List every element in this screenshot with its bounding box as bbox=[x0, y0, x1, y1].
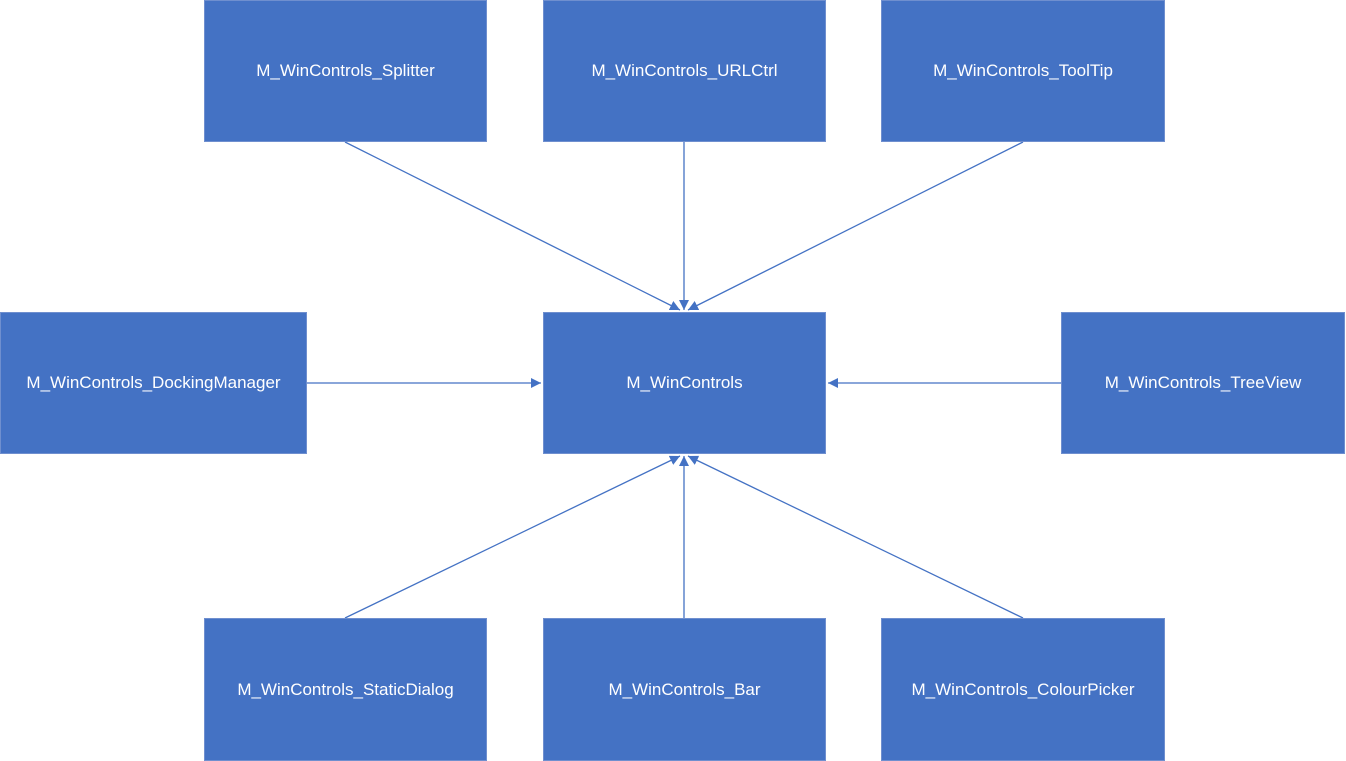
node-center-wincontrols: M_WinControls bbox=[543, 312, 826, 454]
edge-static-dialog-to-center bbox=[344, 455, 681, 619]
node-label: M_WinControls_StaticDialog bbox=[237, 679, 454, 699]
edge-colour-picker-to-center bbox=[687, 455, 1024, 619]
node-bar: M_WinControls_Bar bbox=[543, 618, 826, 761]
node-label: M_WinControls_URLCtrl bbox=[591, 61, 778, 80]
node-colour-picker: M_WinControls_ColourPicker bbox=[881, 618, 1165, 761]
edge-splitter-to-center bbox=[344, 141, 681, 311]
node-label: M_WinControls_Splitter bbox=[256, 61, 435, 80]
node-label: M_WinControls_Bar bbox=[608, 679, 761, 699]
node-treeview: M_WinControls_TreeView bbox=[1061, 312, 1345, 454]
node-docking-manager: M_WinControls_DockingManager bbox=[0, 312, 307, 454]
edge-tooltip-to-center bbox=[687, 141, 1024, 311]
node-label: M_WinControls bbox=[626, 373, 743, 392]
node-static-dialog: M_WinControls_StaticDialog bbox=[204, 618, 487, 761]
node-tooltip: M_WinControls_ToolTip bbox=[881, 0, 1165, 142]
node-label: M_WinControls_ColourPicker bbox=[911, 679, 1135, 699]
node-label: M_WinControls_DockingManager bbox=[26, 373, 281, 392]
node-splitter: M_WinControls_Splitter bbox=[204, 0, 487, 142]
node-urlctrl: M_WinControls_URLCtrl bbox=[543, 0, 826, 142]
node-label: M_WinControls_ToolTip bbox=[933, 61, 1113, 80]
node-label: M_WinControls_TreeView bbox=[1104, 373, 1302, 392]
